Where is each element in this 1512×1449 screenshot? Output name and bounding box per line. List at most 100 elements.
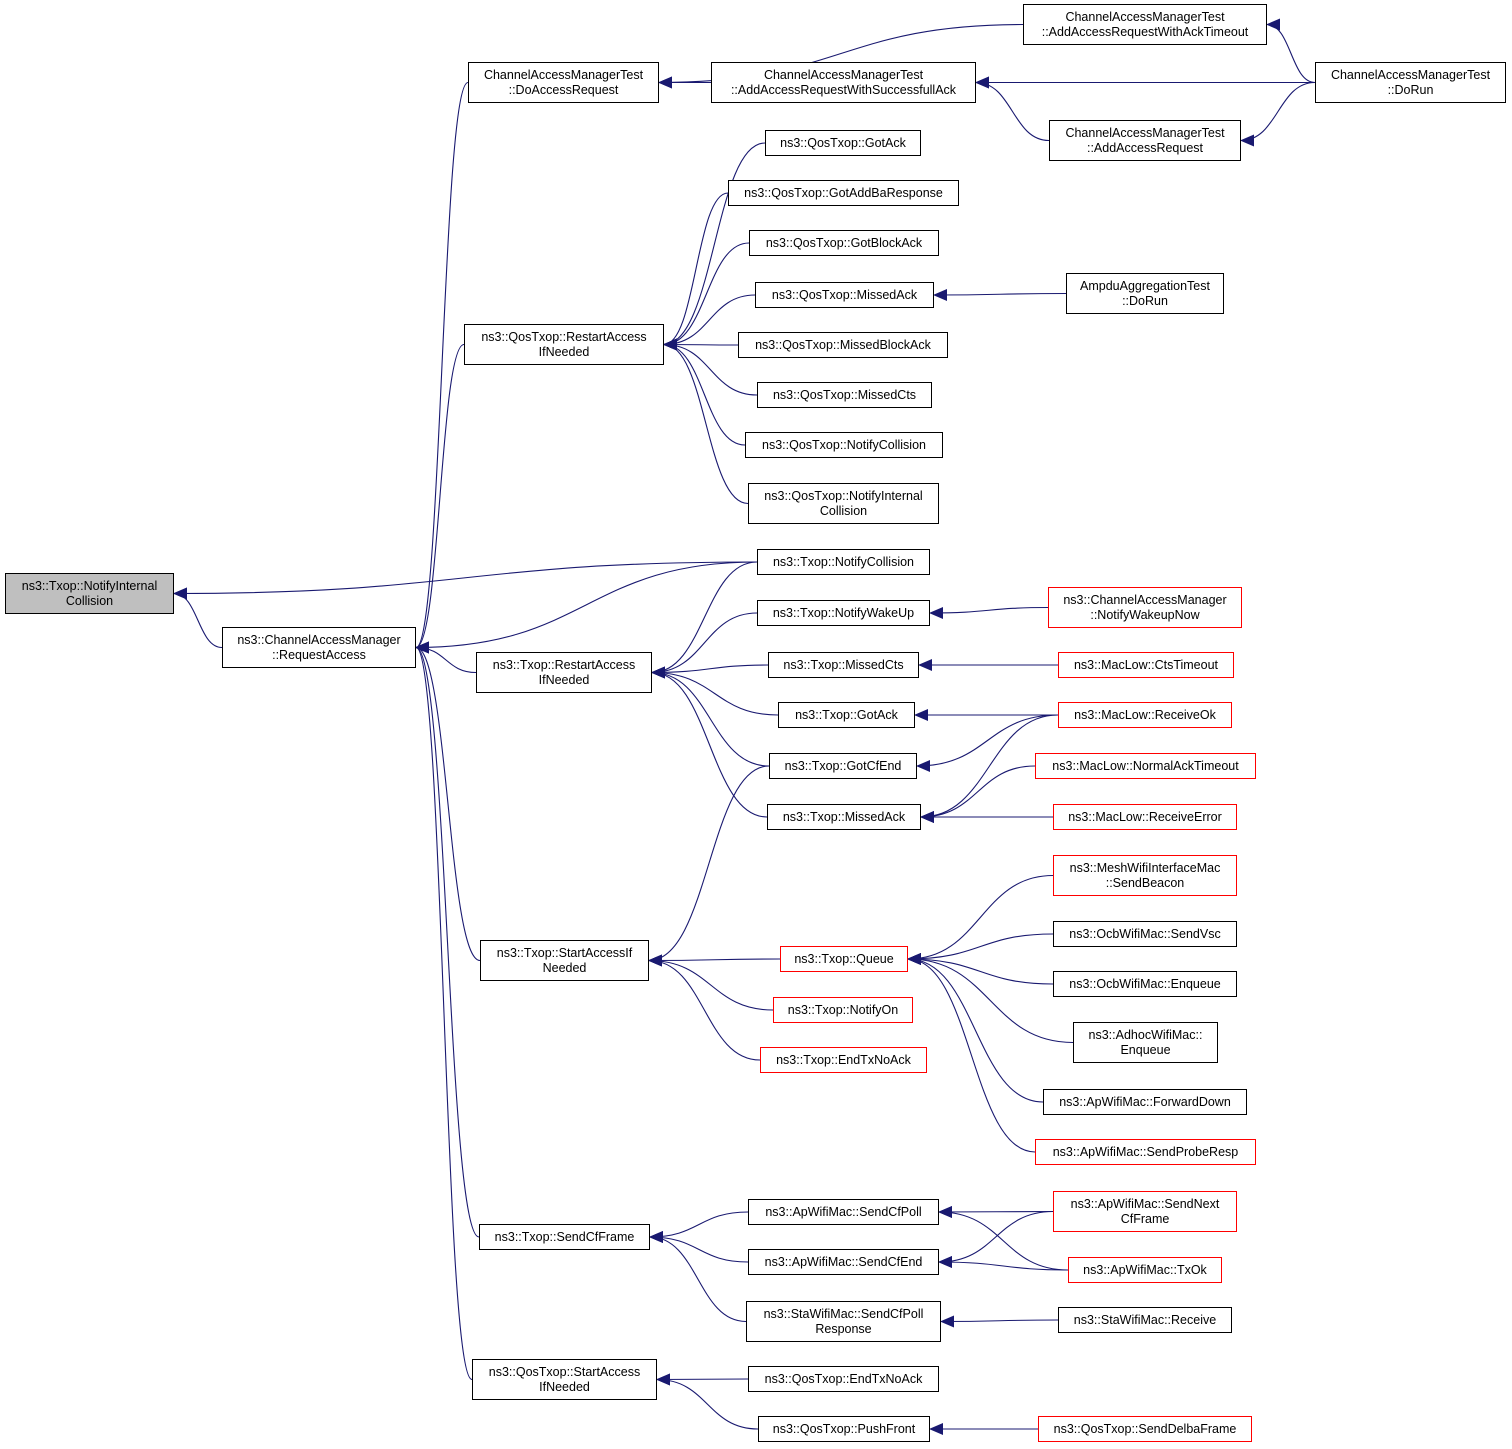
edge-n_ap_sendcfpoll-to-n_t_sendcfframe xyxy=(649,1211,749,1243)
edge-n_q_gotblock-to-n_q_restart xyxy=(663,242,750,351)
edge-n_ampdu-to-n_q_missedack xyxy=(933,288,1067,301)
node-mesh-wifi-interface-mac-send-beacon[interactable]: ns3::MeshWifiInterfaceMac::SendBeacon xyxy=(1053,855,1237,896)
node-txop-notify-collision[interactable]: ns3::Txop::NotifyCollision xyxy=(757,549,930,575)
node-txop-send-cf-frame[interactable]: ns3::Txop::SendCfFrame xyxy=(479,1224,650,1250)
node-txop-end-tx-no-ack[interactable]: ns3::Txop::EndTxNoAck xyxy=(760,1047,927,1073)
node-ap-wifi-mac-send-probe-resp[interactable]: ns3::ApWifiMac::SendProbeResp xyxy=(1035,1139,1256,1165)
node-qostxop-send-delba-frame[interactable]: ns3::QosTxop::SendDelbaFrame xyxy=(1038,1416,1252,1442)
node-cam-test-add-access-request-with-ack-timeout[interactable]: ChannelAccessManagerTest::AddAccessReque… xyxy=(1023,4,1267,45)
node-qostxop-got-block-ack[interactable]: ns3::QosTxop::GotBlockAck xyxy=(749,230,939,256)
edge-n_ocb_enqueue-to-n_t_queue xyxy=(907,953,1054,985)
edge-n_sta_receive-to-n_sta_cfpollresp xyxy=(940,1315,1059,1328)
node-ampdu-aggregation-test-do-run[interactable]: AmpduAggregationTest::DoRun xyxy=(1066,273,1224,314)
node-channel-access-manager-request-access[interactable]: ns3::ChannelAccessManager::RequestAccess xyxy=(222,627,416,668)
node-txop-got-ack[interactable]: ns3::Txop::GotAck xyxy=(778,702,915,728)
edge-n_q_endtxnoack-to-n_q_startaccess xyxy=(656,1373,749,1386)
edge-n_cam_dar-to-n_cam xyxy=(415,81,469,654)
edge-n_ap_txok-to-n_ap_sendcfpoll xyxy=(938,1206,1069,1271)
edge-n_t_wakeup-to-n_t_restart xyxy=(651,612,758,679)
edge-n_mesh_beacon-to-n_t_queue xyxy=(907,874,1054,965)
edge-n_adhoc_enqueue-to-n_t_queue xyxy=(907,953,1074,1044)
node-txop-queue[interactable]: ns3::Txop::Queue xyxy=(780,946,908,972)
node-txop-notify-on[interactable]: ns3::Txop::NotifyOn xyxy=(773,997,913,1023)
node-qostxop-end-tx-no-ack[interactable]: ns3::QosTxop::EndTxNoAck xyxy=(748,1366,939,1392)
edge-n_t_restart-to-n_cam xyxy=(415,641,477,674)
edge-n_ml_normalack-to-n_t_missedack xyxy=(920,765,1036,823)
node-ap-wifi-mac-forward-down[interactable]: ns3::ApWifiMac::ForwardDown xyxy=(1043,1089,1247,1115)
edge-n_q_notifyint-to-n_q_restart xyxy=(663,338,749,505)
edge-n_cam_dorun-to-n_cam_aart xyxy=(1266,18,1316,84)
node-txop-missed-cts[interactable]: ns3::Txop::MissedCts xyxy=(768,652,919,678)
node-txop-notify-wake-up[interactable]: ns3::Txop::NotifyWakeUp xyxy=(757,600,930,626)
node-txop-missed-ack[interactable]: ns3::Txop::MissedAck xyxy=(767,804,921,830)
edge-n_ap_sendnextcf-to-n_ap_sendcfpoll xyxy=(938,1205,1054,1218)
edge-n_t_notifyon-to-n_t_startaccess xyxy=(648,954,774,1011)
edge-n_t_startaccess-to-n_cam xyxy=(415,641,481,962)
edge-n_t_gotcfend-to-n_t_startaccess xyxy=(648,765,770,967)
edge-n_t_gotack-to-n_t_restart xyxy=(651,666,779,716)
edge-n_ap_fwddown-to-n_t_queue xyxy=(907,953,1044,1103)
edge-n_q_missedblock-to-n_q_restart xyxy=(663,338,739,351)
node-maclow-normal-ack-timeout[interactable]: ns3::MacLow::NormalAckTimeout xyxy=(1035,753,1256,779)
node-maclow-receive-ok[interactable]: ns3::MacLow::ReceiveOk xyxy=(1058,702,1232,728)
node-ap-wifi-mac-send-cf-end[interactable]: ns3::ApWifiMac::SendCfEnd xyxy=(748,1249,939,1275)
edge-n_q_notifycoll-to-n_q_restart xyxy=(663,338,746,446)
edge-n_ap_sendcfend-to-n_t_sendcfframe xyxy=(649,1231,749,1263)
edge-n_q_gotaddba-to-n_q_restart xyxy=(663,192,729,351)
node-ocb-wifi-mac-send-vsc[interactable]: ns3::OcbWifiMac::SendVsc xyxy=(1053,921,1237,947)
node-cam-test-add-access-request[interactable]: ChannelAccessManagerTest::AddAccessReque… xyxy=(1049,120,1241,161)
edge-n_t_missedack-to-n_t_restart xyxy=(651,666,768,818)
node-qostxop-notify-collision[interactable]: ns3::QosTxop::NotifyCollision xyxy=(745,432,943,458)
node-qostxop-got-ack[interactable]: ns3::QosTxop::GotAck xyxy=(765,130,921,156)
edge-n_ap_probe-to-n_t_queue xyxy=(907,953,1036,1153)
edge-n_t_sendcfframe-to-n_cam xyxy=(415,641,480,1238)
edge-n_ap_sendnextcf-to-n_ap_sendcfend xyxy=(938,1210,1054,1268)
edge-n_ml_receiveok-to-n_t_gotcfend xyxy=(916,714,1059,772)
edge-n_t_notifycoll-to-n_cam xyxy=(415,561,758,654)
node-ap-wifi-mac-tx-ok[interactable]: ns3::ApWifiMac::TxOk xyxy=(1068,1257,1222,1283)
edge-n_cam-to-n_focus xyxy=(173,587,223,649)
edge-n_q_restart-to-n_cam xyxy=(415,343,465,654)
node-ocb-wifi-mac-enqueue[interactable]: ns3::OcbWifiMac::Enqueue xyxy=(1053,971,1237,997)
node-qostxop-missed-block-ack[interactable]: ns3::QosTxop::MissedBlockAck xyxy=(738,332,948,358)
node-cam-test-do-access-request[interactable]: ChannelAccessManagerTest::DoAccessReques… xyxy=(468,62,659,103)
node-sta-wifi-mac-receive[interactable]: ns3::StaWifiMac::Receive xyxy=(1058,1307,1232,1333)
edge-n_cam_wakenow-to-n_t_wakeup xyxy=(929,606,1049,619)
edge-n_ml_receiveok-to-n_t_missedack xyxy=(920,714,1059,823)
edge-n_t_missedcts-to-n_t_restart xyxy=(651,664,769,679)
node-cam-test-do-run[interactable]: ChannelAccessManagerTest::DoRun xyxy=(1315,62,1506,103)
edge-n_cam_aar-to-n_cam_aars xyxy=(975,76,1050,142)
edge-n_q_missedack-to-n_q_restart xyxy=(663,294,756,351)
node-cam-test-add-access-request-with-successfull-ack[interactable]: ChannelAccessManagerTest::AddAccessReque… xyxy=(711,62,976,103)
edge-n_t_queue-to-n_t_startaccess xyxy=(648,954,781,967)
node-qostxop-missed-ack[interactable]: ns3::QosTxop::MissedAck xyxy=(755,282,934,308)
edge-n_t_notifycoll-to-n_focus xyxy=(173,561,758,600)
node-qostxop-push-front[interactable]: ns3::QosTxop::PushFront xyxy=(758,1416,930,1442)
edge-n_q_pushfront-to-n_q_startaccess xyxy=(656,1373,759,1430)
edge-n_ap_txok-to-n_ap_sendcfend xyxy=(938,1256,1069,1271)
node-maclow-cts-timeout[interactable]: ns3::MacLow::CtsTimeout xyxy=(1058,652,1234,678)
edge-n_t_notifycoll-to-n_t_restart xyxy=(651,561,758,679)
node-txop-got-cf-end[interactable]: ns3::Txop::GotCfEnd xyxy=(769,753,917,779)
edge-n_sta_cfpollresp-to-n_t_sendcfframe xyxy=(649,1231,747,1323)
node-cam-notify-wakeup-now[interactable]: ns3::ChannelAccessManager::NotifyWakeupN… xyxy=(1048,587,1242,628)
edge-n_q_startaccess-to-n_cam xyxy=(415,641,473,1381)
node-qostxop-missed-cts[interactable]: ns3::QosTxop::MissedCts xyxy=(757,382,932,408)
node-qostxop-got-addba-response[interactable]: ns3::QosTxop::GotAddBaResponse xyxy=(728,180,959,206)
edge-n_q_gotack-to-n_q_restart xyxy=(663,142,766,351)
edge-n_q_missedcts-to-n_q_restart xyxy=(663,338,758,396)
edge-n_ocb_sendvsc-to-n_t_queue xyxy=(907,933,1054,965)
node-ap-wifi-mac-send-cf-poll[interactable]: ns3::ApWifiMac::SendCfPoll xyxy=(748,1199,939,1225)
node-adhoc-wifi-mac-enqueue[interactable]: ns3::AdhocWifiMac::Enqueue xyxy=(1073,1022,1218,1063)
node-maclow-receive-error[interactable]: ns3::MacLow::ReceiveError xyxy=(1053,804,1237,830)
